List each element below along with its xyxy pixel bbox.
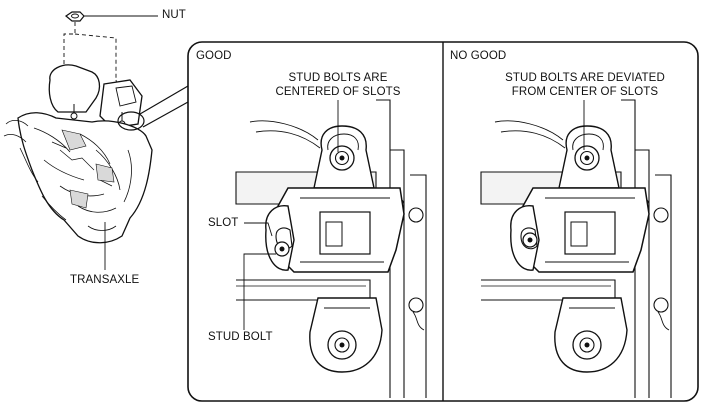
nut-icon: [64, 11, 85, 22]
good-caption-line-2: CENTERED OF SLOTS: [275, 86, 401, 98]
good-panel-title: GOOD: [196, 50, 232, 62]
transaxle-overview: [3, 11, 189, 270]
transaxle-label: TRANSAXLE: [70, 274, 140, 286]
zoom-circle: [117, 111, 145, 131]
no-good-caption-line-1: STUD BOLTS ARE DEVIATED: [505, 72, 665, 84]
slot-leader-line: [244, 222, 273, 237]
good-panel-illustration: [235, 99, 427, 399]
good-caption-line-1: STUD BOLTS ARE: [288, 72, 388, 84]
no-good-panel-illustration: [480, 99, 672, 399]
nut-label: NUT: [162, 9, 186, 21]
no-good-caption-line-2: FROM CENTER OF SLOTS: [511, 86, 659, 98]
stud-bolt-label: STUD BOLT: [208, 331, 273, 343]
stud-bolt-leader-line: [243, 253, 276, 330]
no-good-panel-title: NO GOOD: [450, 50, 507, 62]
slot-label: SLOT: [208, 217, 239, 229]
